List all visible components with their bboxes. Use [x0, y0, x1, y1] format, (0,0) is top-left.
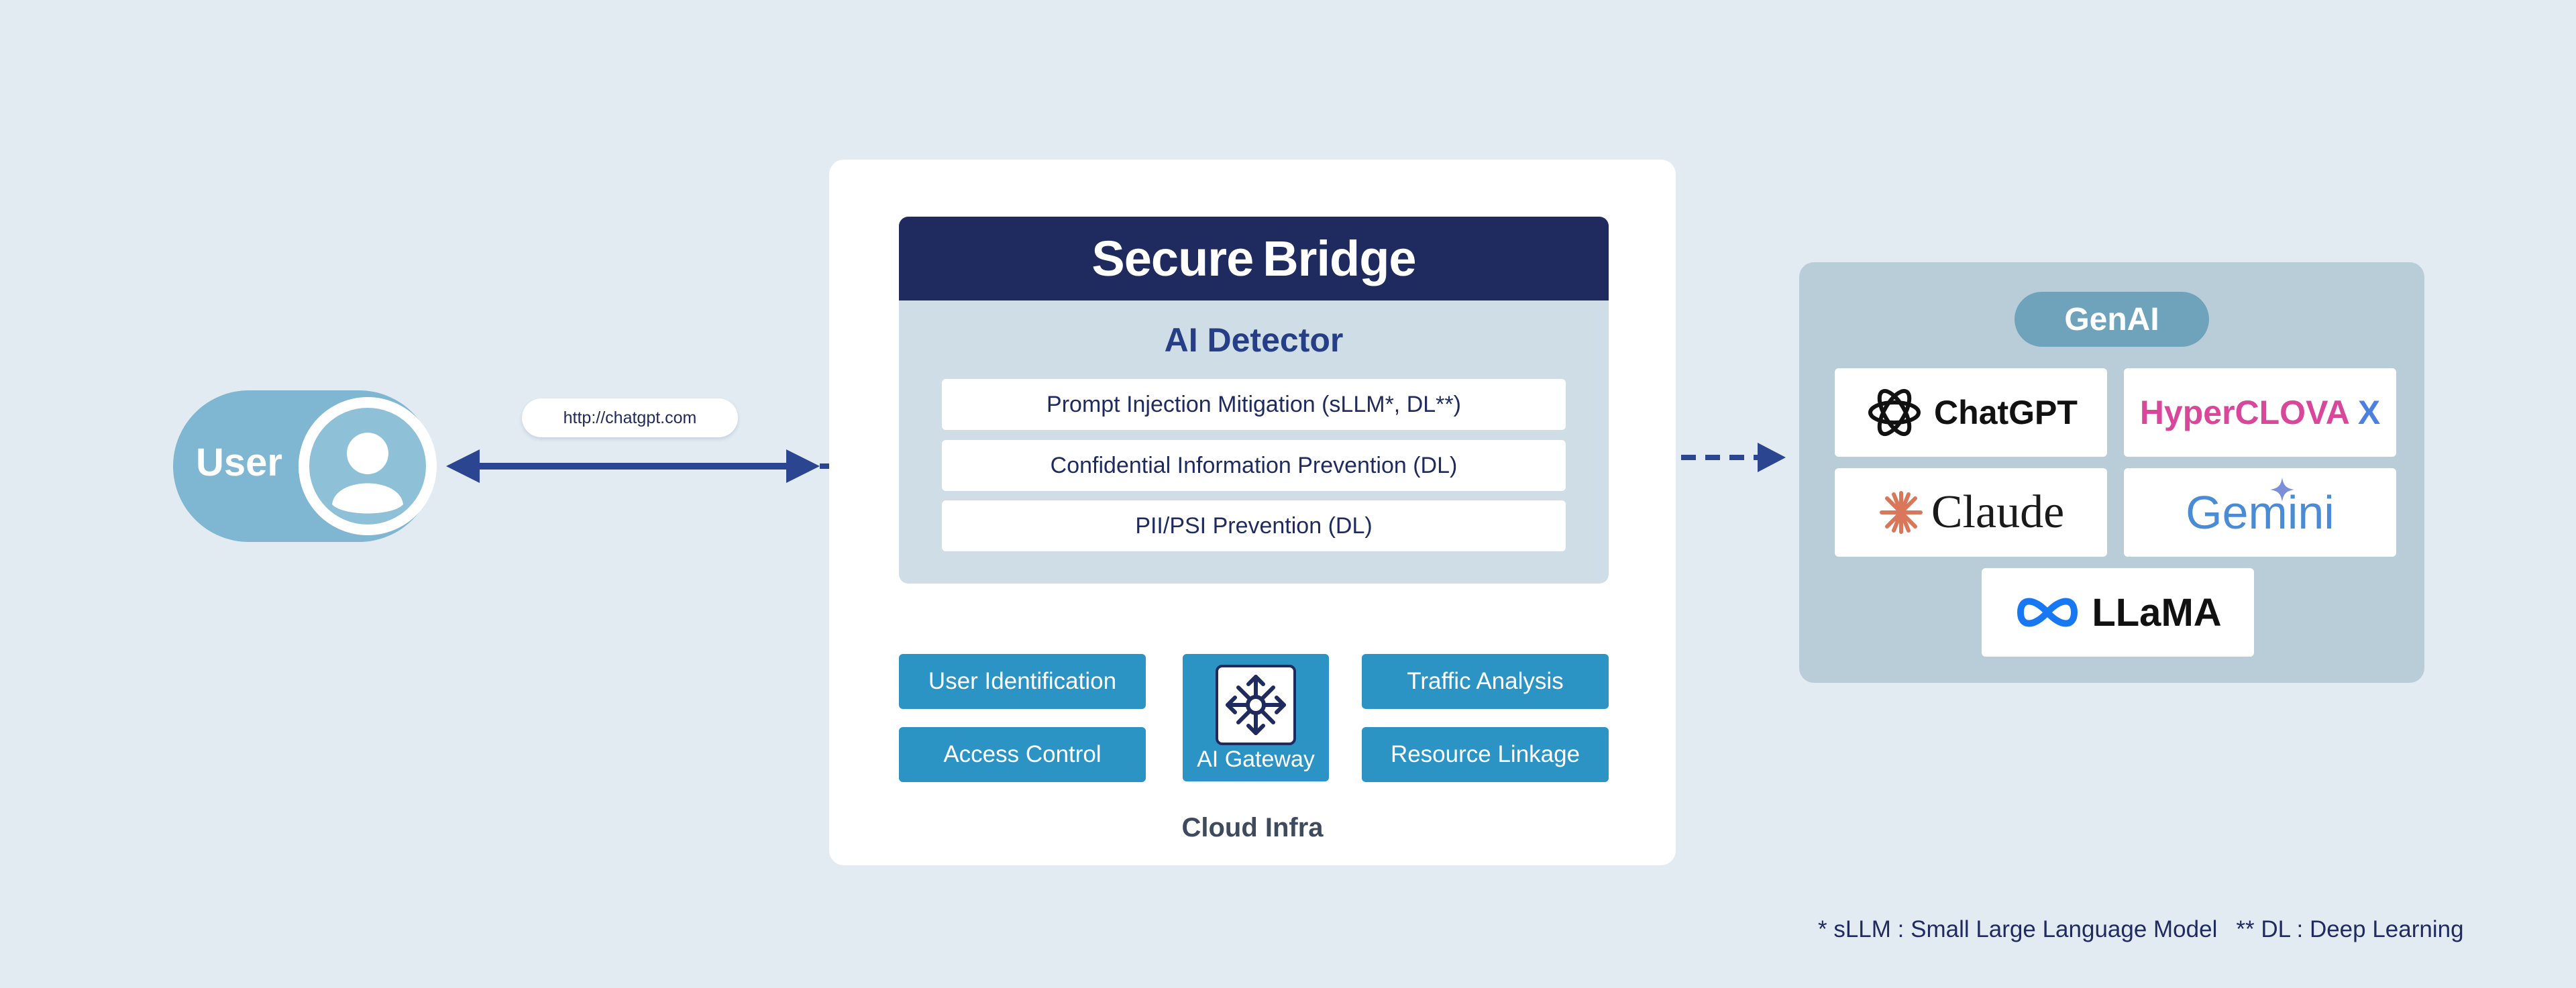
- arrowhead-right: [786, 449, 820, 483]
- resource-linkage-box: Resource Linkage: [1362, 727, 1609, 782]
- gemini-label: Gemini: [2186, 486, 2334, 539]
- chatgpt-card: ChatGPT: [1835, 368, 2107, 457]
- genai-title: GenAI: [2015, 292, 2209, 347]
- user-label: User: [196, 441, 282, 484]
- llama-card: LLaMA: [1982, 568, 2254, 657]
- gemini-card: Gemini: [2124, 468, 2396, 557]
- hyperclova-label: HyperCLOVA: [2139, 394, 2350, 431]
- user-icon: [309, 408, 426, 525]
- logo-text-part-c: Bridge: [1263, 231, 1416, 286]
- claude-label: Claude: [1931, 486, 2065, 538]
- detector-row-pii-psi: PII/PSI Prevention (DL): [942, 500, 1566, 551]
- access-control-box: Access Control: [899, 727, 1146, 782]
- cloud-infra-label: Cloud Infra: [1181, 813, 1324, 842]
- meta-icon: [2017, 598, 2078, 627]
- anthropic-spark-icon: [1879, 491, 1923, 534]
- user-avatar: [299, 397, 437, 535]
- url-text: http://chatgpt.com: [557, 408, 702, 428]
- ai-detector-title: AI Detector: [1164, 321, 1344, 359]
- hyperclova-x-label: X: [2357, 394, 2381, 431]
- chatgpt-label: ChatGPT: [1934, 394, 2078, 431]
- gateway-icon: [1216, 665, 1296, 745]
- footnote-sllm: * sLLM : Small Large Language Model: [1818, 916, 2218, 942]
- user-identification-box: User Identification: [899, 654, 1146, 709]
- traffic-analysis-box: Traffic Analysis: [1362, 654, 1609, 709]
- logo-text-part-b: cure: [1150, 231, 1254, 286]
- gemini-sparkle-icon: [2270, 478, 2294, 502]
- claude-card: Claude: [1835, 468, 2107, 557]
- openai-icon: [1868, 388, 1921, 437]
- footnotes: * sLLM : Small Large Language Model ** DL…: [1818, 916, 2464, 943]
- url-badge: http://chatgpt.com: [522, 398, 738, 437]
- detector-row-prompt-injection: Prompt Injection Mitigation (sLLM*, DL**…: [942, 379, 1566, 430]
- ai-gateway-label: AI Gateway: [1197, 747, 1315, 772]
- footnote-dl: ** DL : Deep Learning: [2236, 916, 2464, 942]
- llama-label: LLaMA: [2092, 590, 2222, 635]
- arrowhead-genai: [1758, 443, 1786, 472]
- logo-text-part-a: Se: [1091, 231, 1152, 286]
- hyperclova-card: HyperCLOVA X: [2124, 368, 2396, 457]
- detector-row-confidential-info: Confidential Information Prevention (DL): [942, 440, 1566, 491]
- arrowhead-left: [446, 449, 480, 483]
